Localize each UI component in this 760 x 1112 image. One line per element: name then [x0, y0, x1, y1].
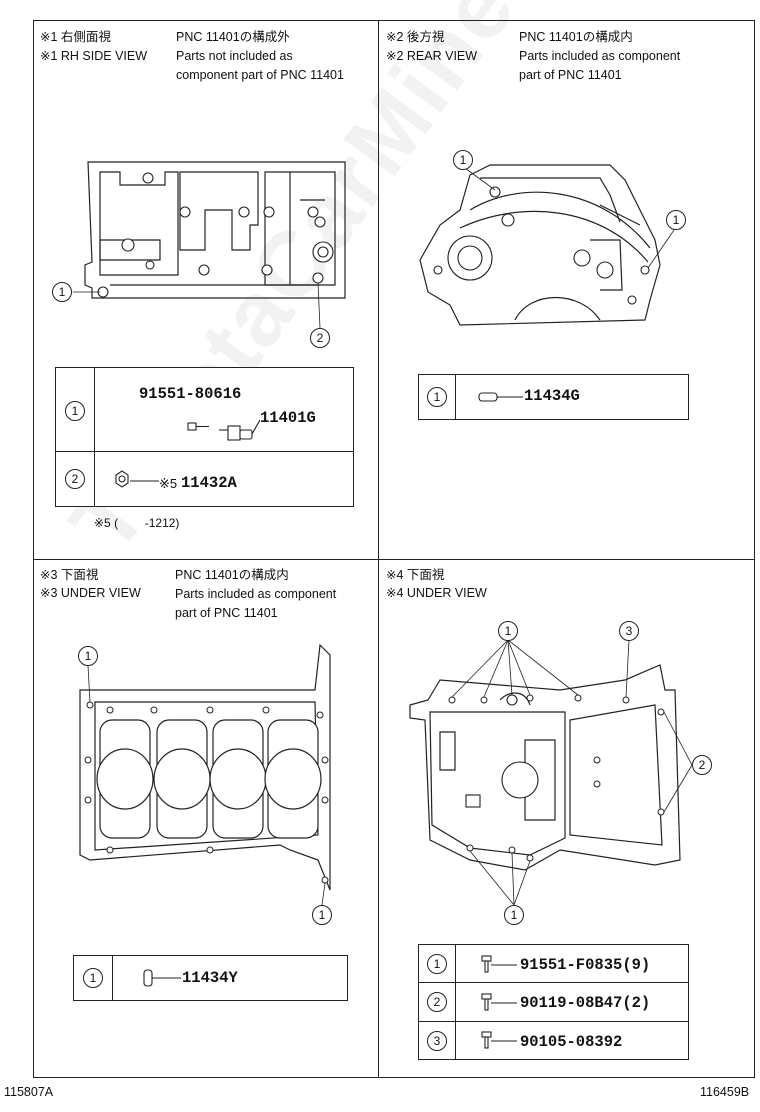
panel-title-en: ※2 REAR VIEW — [386, 49, 478, 63]
parts-table: 1 11434Y — [73, 955, 348, 1001]
pnc-note: PNC 11401の構成外 Parts not included as comp… — [176, 30, 344, 82]
row-ref-2: 2 — [65, 469, 85, 489]
callout-1: 1 — [52, 282, 72, 302]
pnc-note: PNC 11401の構成内 Parts included as componen… — [519, 30, 681, 82]
callout-1: 1 — [453, 150, 473, 170]
part-number: 11434G — [524, 387, 580, 405]
footnote: ※5 ( -1212) — [94, 516, 180, 530]
figure-code-right: 116459B — [700, 1085, 750, 1099]
panel-title-en: ※3 UNDER VIEW — [40, 586, 141, 600]
horizontal-divider — [33, 559, 755, 560]
pnc-note: PNC 11401の構成内 Parts included as componen… — [175, 568, 337, 620]
vertical-divider — [378, 20, 379, 1078]
row-ref-1: 1 — [65, 401, 85, 421]
part-number: 11401G — [260, 409, 316, 427]
part-number: 11434Y — [182, 969, 238, 987]
dowel-pin-icon — [478, 392, 523, 402]
panel-title-en: ※1 RH SIDE VIEW — [40, 49, 148, 63]
panel-title-en: ※4 UNDER VIEW — [386, 586, 487, 600]
callout-1: 1 — [312, 905, 332, 925]
part-number: 11432A — [181, 474, 237, 492]
callout-1: 1 — [504, 905, 524, 925]
parts-table: 1 2 91551-80616 11401G ※5 11432A — [55, 367, 354, 507]
row-ref-1: 1 — [427, 387, 447, 407]
part-number: 91551-80616 — [139, 385, 242, 403]
plug-icon — [115, 470, 159, 488]
diagram-frame — [33, 20, 755, 1078]
row-ref-1: 1 — [427, 954, 447, 974]
callout-1: 1 — [666, 210, 686, 230]
panel-title-jp: ※4 下面視 — [386, 568, 445, 582]
callout-1: 1 — [498, 621, 518, 641]
parts-table: 1 11434G — [418, 374, 689, 420]
panel-title-jp: ※1 右側面視 — [40, 30, 111, 44]
bolt-sensor-icon — [187, 419, 261, 441]
panel-title-jp: ※2 後方視 — [386, 30, 445, 44]
bolt-icons — [481, 955, 517, 1049]
note-ref: ※5 — [159, 476, 178, 491]
panel-title-jp: ※3 下面視 — [40, 568, 99, 582]
part-number: 91551-F0835(9) — [520, 956, 651, 974]
callout-2: 2 — [692, 755, 712, 775]
row-ref-2: 2 — [427, 992, 447, 1012]
callout-2: 2 — [310, 328, 330, 348]
part-number: 90119-08B47(2) — [520, 994, 651, 1012]
row-ref-1: 1 — [83, 968, 103, 988]
dowel-pin-icon — [143, 969, 181, 987]
part-number: 90105-08392 — [520, 1033, 623, 1051]
parts-table: 1 2 3 91551-F0835(9) 90119-08B47(2) 9010… — [418, 944, 689, 1060]
callout-3: 3 — [619, 621, 639, 641]
callout-1: 1 — [78, 646, 98, 666]
row-ref-3: 3 — [427, 1031, 447, 1051]
figure-code-left: 115807A — [4, 1085, 54, 1099]
